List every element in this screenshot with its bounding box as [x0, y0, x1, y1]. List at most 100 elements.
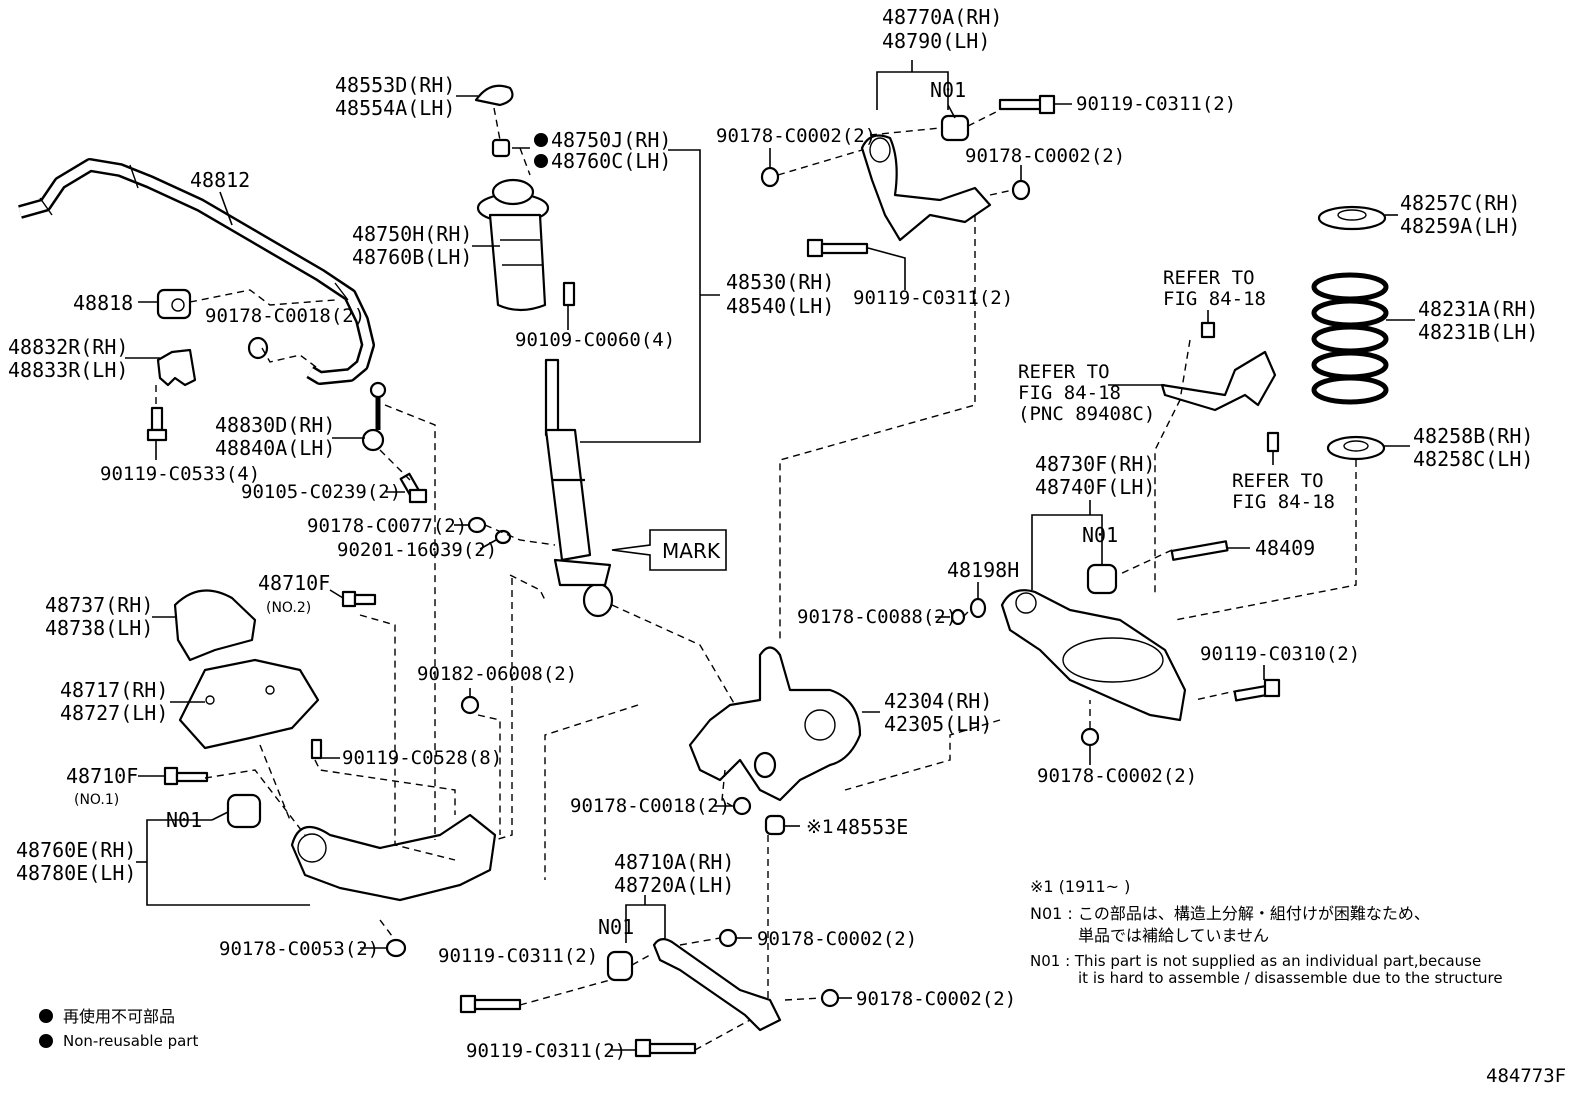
label-48710f-no2: 48710F [258, 571, 330, 595]
nut-90178-c0018-lower-illustration [732, 796, 752, 816]
bolt-48409-illustration [1170, 540, 1229, 561]
label-90178-c0002-e: 90178-C0002(2) [856, 988, 1016, 1010]
label-90178-c0002-a: 90178-C0002(2) [716, 125, 876, 147]
nut-90178-c0018-upper-illustration [247, 336, 269, 360]
label-90178-c0077: 90178-C0077(2) [307, 515, 467, 537]
label-refer3-line2: FIG 84-18 [1232, 491, 1335, 513]
label-42304-rh: 42304(RH) [884, 689, 992, 713]
nut-90178-c0002-c-illustration [1080, 727, 1100, 747]
label-90105-c0239: 90105-C0239(2) [241, 481, 401, 503]
label-n01-top: N01 [930, 78, 966, 102]
non-reusable-dot-48750j [534, 133, 548, 147]
lower-control-arm-illustration [1000, 589, 1187, 722]
height-sensor-link-illustration [1160, 321, 1280, 453]
non-reusable-dot-48760c [534, 154, 548, 168]
label-48760c-lh: 48760C(LH) [551, 149, 671, 173]
figure-id: 484773F [1486, 1065, 1566, 1087]
stabilizer-link-illustration [361, 381, 387, 452]
shock-upper-mount-illustration [476, 178, 550, 312]
bushing-n01-top-illustration [940, 114, 970, 142]
label-48540-lh: 48540(LH) [726, 294, 834, 318]
trailing-arm-illustration [290, 813, 497, 902]
bushing-n01-lateral-illustration [606, 950, 634, 982]
label-48790-lh: 48790(LH) [882, 29, 990, 53]
bolt-48710f-no2-illustration [341, 590, 377, 608]
leader-lines [125, 60, 1415, 1051]
label-90119-c0311-bot2: 90119-C0311(2) [466, 1040, 626, 1062]
bolt-90119-c0311-top-illustration [998, 94, 1056, 115]
label-90201-16039: 90201-16039(2) [337, 539, 497, 561]
note-n01-en-line2: it is hard to assemble / disassemble due… [1078, 969, 1503, 987]
bolt-48710f-no1-illustration [163, 766, 209, 786]
label-90178-c0002-c: 90178-C0002(2) [1037, 765, 1197, 787]
label-48770a-rh: 48770A(RH) [882, 5, 1002, 29]
label-48812: 48812 [190, 168, 250, 192]
bolt-90119-c0528-illustration [310, 738, 323, 760]
label-48740f-lh: 48740F(LH) [1035, 475, 1155, 499]
label-48198h: 48198H [947, 558, 1019, 582]
nut-90178-c0077-illustration [467, 516, 487, 534]
label-refer2-line1: REFER TO [1018, 361, 1110, 383]
label-48738-lh: 48738(LH) [45, 616, 153, 640]
part-labels: 48770A(RH) 48790(LH) N01 48553D(RH) 4855… [8, 5, 1566, 1087]
upper-control-arm-illustration [860, 134, 992, 242]
washer-48198h-illustration [969, 597, 987, 619]
label-48530-rh: 48530(RH) [726, 270, 834, 294]
label-48553d-rh: 48553D(RH) [335, 73, 455, 97]
label-48750h-rh: 48750H(RH) [352, 222, 472, 246]
nut-90178-c0053-illustration [385, 938, 407, 958]
bushing-48553e-illustration [764, 814, 786, 836]
label-48710a-rh: 48710A(RH) [614, 850, 734, 874]
label-48832r-rh: 48832R(RH) [8, 335, 128, 359]
label-48257c-rh: 48257C(RH) [1400, 191, 1520, 215]
label-90178-c0018-lower: 90178-C0018(2) [570, 795, 730, 817]
notes-block: ※1 (1911~ ) N01 : この部品は、構造上分解・組付けが困難なため、… [1030, 877, 1503, 987]
nut-90182-illustration [460, 695, 480, 715]
label-48760b-lh: 48760B(LH) [352, 245, 472, 269]
label-90119-c0311-top: 90119-C0311(2) [1076, 93, 1236, 115]
label-90178-c0053: 90178-C0053(2) [219, 938, 379, 960]
bushing-n01-lower-arm-illustration [1086, 563, 1118, 595]
washer-90201-illustration [494, 529, 512, 545]
bolt-90119-c0311-bot2-illustration [634, 1038, 697, 1058]
bolt-90119-c0311-bot1-illustration [459, 994, 522, 1014]
label-48720a-lh: 48720A(LH) [614, 873, 734, 897]
note-n01-jp-line2: 単品では補給していません [1078, 926, 1269, 945]
assembly-dashed-lines [155, 107, 1357, 1051]
legend-jp: 再使用不可部品 [63, 1007, 175, 1026]
label-48710f-no1: 48710F [66, 764, 138, 788]
bushing-n01-trailing-illustration [226, 793, 262, 829]
nut-90178-c0002-b-illustration [1011, 179, 1031, 201]
label-refer3-line1: REFER TO [1232, 470, 1324, 492]
label-48553e-prefix: ※1 [806, 816, 834, 838]
label-48717-rh: 48717(RH) [60, 678, 168, 702]
label-48553e: 48553E [836, 815, 908, 839]
lower-spring-seat-illustration [1326, 435, 1386, 461]
label-90119-c0533: 90119-C0533(4) [100, 463, 260, 485]
note-n01-jp-line1: N01 : この部品は、構造上分解・組付けが困難なため、 [1030, 904, 1430, 923]
label-48760e-rh: 48760E(RH) [16, 838, 136, 862]
label-48727-lh: 48727(LH) [60, 701, 168, 725]
label-90182-06008: 90182-06008(2) [417, 663, 577, 685]
upper-spring-seat-illustration [1317, 205, 1387, 231]
label-48833r-lh: 48833R(LH) [8, 358, 128, 382]
nut-48750j-illustration [491, 138, 511, 158]
label-48554a-lh: 48554A(LH) [335, 96, 455, 120]
stabilizer-bracket-illustration [156, 348, 197, 387]
label-90178-c0018-upper: 90178-C0018(2) [205, 305, 365, 327]
nut-90178-c0002-e-illustration [820, 988, 840, 1008]
coil-spring-illustration [1311, 272, 1389, 405]
label-48259a-lh: 48259A(LH) [1400, 214, 1520, 238]
lateral-link-illustration [652, 938, 782, 1032]
label-48710f-no1-sub: (NO.1) [74, 792, 119, 808]
label-refer1-line2: FIG 84-18 [1163, 288, 1266, 310]
legend-en: Non-reusable part [63, 1032, 198, 1050]
label-n01-trailing: N01 [166, 808, 202, 832]
shock-cap-illustration [474, 84, 514, 107]
mark-callout [611, 529, 727, 571]
legend-dot-jp [39, 1009, 53, 1023]
label-refer1-line1: REFER TO [1163, 267, 1255, 289]
label-42305-lh: 42305(LH) [884, 712, 992, 736]
label-90178-c0002-d: 90178-C0002(2) [757, 928, 917, 950]
